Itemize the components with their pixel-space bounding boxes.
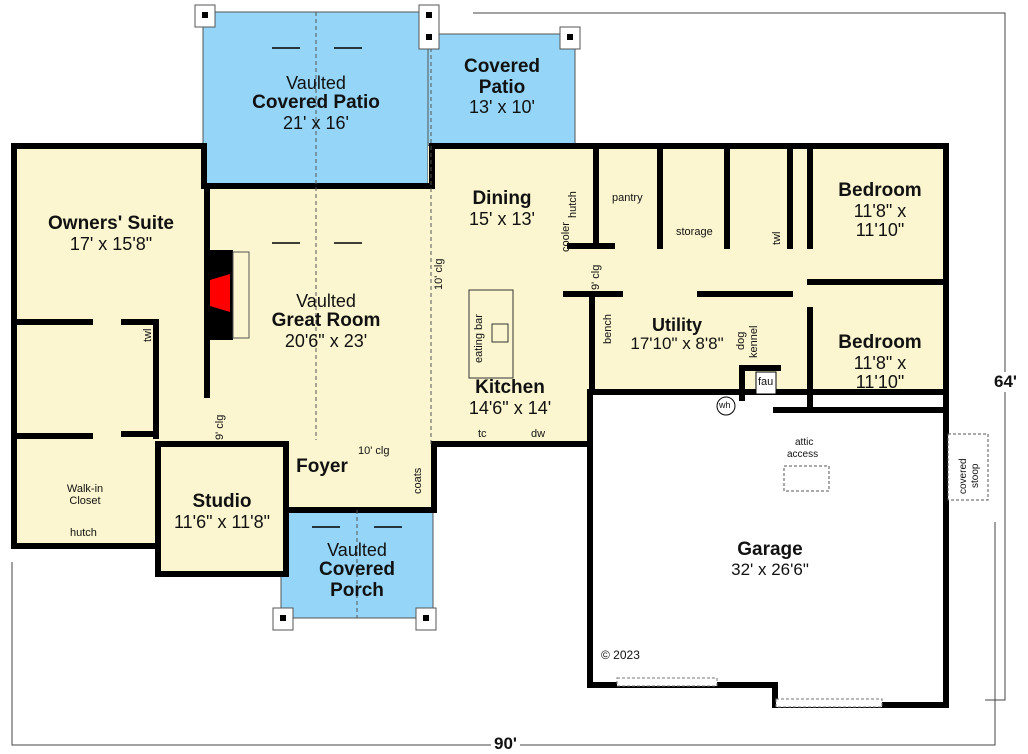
island-sink-icon [491, 323, 509, 343]
fireplace-icon [207, 250, 250, 340]
water-heater-icon [716, 396, 736, 416]
label-attic: attic [795, 437, 814, 448]
room-label-garage: Garage 32' x 26'6" [731, 539, 809, 579]
room-label-dining: Dining 15' x 13' [469, 188, 535, 229]
room-label-studio: Studio 11'6" x 11'8" [173, 491, 271, 532]
dimension-width: 90' [491, 734, 520, 754]
vault-arrows [272, 47, 402, 528]
furnace-box [755, 371, 777, 395]
room-label-great-room: Vaulted Great Room 20'6" x 23' [271, 291, 381, 351]
label-bench: bench [602, 314, 614, 344]
label-covered-stoop-2: stoop [970, 463, 981, 488]
label-9-clg-owner: 9' clg [214, 414, 226, 440]
label-9-clg-hall: 9' clg [590, 264, 602, 290]
room-label-vaulted-covered-patio: Vaulted Covered Patio 21' x 16' [252, 73, 380, 133]
label-10-clg-great: 10' clg [433, 258, 445, 290]
room-label-kitchen: Kitchen 14'6" x 14' [468, 377, 552, 418]
room-label-owners-suite: Owners' Suite 17' x 15'8" [48, 213, 174, 254]
garage-door-1 [616, 677, 718, 687]
label-pantry: pantry [612, 192, 643, 204]
room-label-walk-in-closet: Walk-in Closet [66, 483, 104, 507]
label-kennel: kennel [748, 325, 760, 358]
label-twl-owners: twl [142, 328, 154, 342]
label-covered-stoop-1: covered [958, 458, 969, 494]
room-label-covered-patio: Covered Patio 13' x 10' [463, 56, 541, 118]
covered-stoop [947, 433, 989, 501]
label-twl-bath: twl [771, 231, 783, 245]
label-tc: tc [478, 428, 487, 440]
label-10-clg-foyer: 10' clg [358, 445, 390, 457]
label-hutch-closet: hutch [70, 527, 97, 539]
walls [11, 143, 949, 708]
room-label-bedroom-1: Bedroom 11'8" x 11'10" [838, 180, 922, 240]
garage-door-2 [775, 698, 883, 708]
copyright-text: © 2023 [601, 648, 640, 662]
covered-patio-area [427, 33, 576, 147]
label-fau: fau [758, 376, 774, 388]
label-dog: dog [735, 331, 747, 350]
kitchen-island [468, 289, 514, 379]
label-cooler: cooler [560, 222, 572, 252]
label-coats: coats [412, 467, 424, 494]
garage-floor [590, 392, 945, 687]
dimension-depth: 64' [991, 372, 1020, 392]
label-dw: dw [531, 428, 546, 440]
room-label-bedroom-2: Bedroom 11'8" x 11'10" [838, 332, 922, 392]
label-wh: wh [719, 400, 731, 410]
attic-access-hatch [783, 465, 830, 492]
room-label-covered-porch: Vaulted Covered Porch [318, 540, 396, 601]
label-access: access [787, 449, 819, 460]
label-storage: storage [676, 226, 713, 238]
room-label-foyer: Foyer [296, 456, 348, 477]
label-hutch-dining: hutch [567, 191, 579, 218]
room-label-utility: Utility 17'10" x 8'8" [630, 315, 724, 354]
label-eating-bar: eating bar [473, 314, 485, 363]
